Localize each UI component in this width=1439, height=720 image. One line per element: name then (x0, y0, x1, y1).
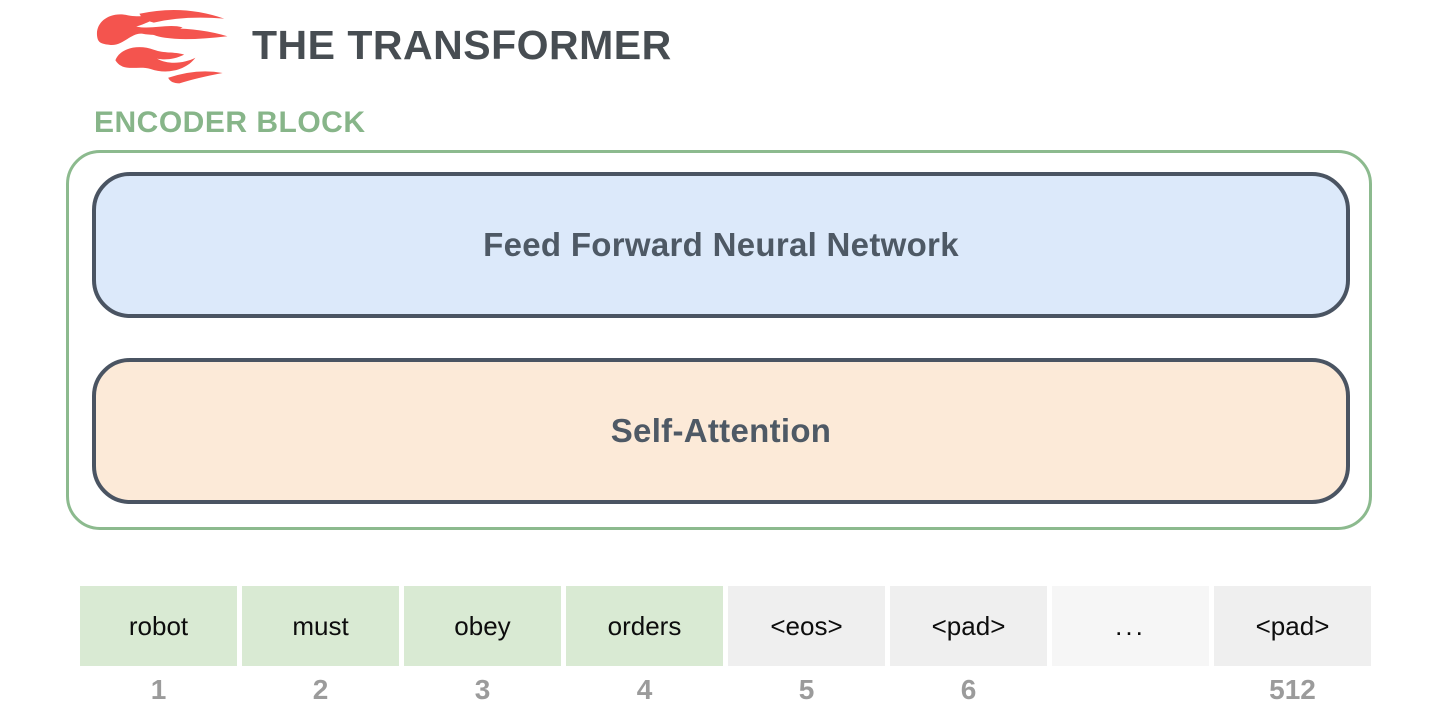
self-attention-layer: Self-Attention (92, 358, 1350, 504)
position-row: 1 2 3 4 5 6 512 (80, 672, 1371, 708)
position-label: 3 (474, 674, 491, 705)
token-cell: <eos> (728, 586, 885, 666)
feed-forward-layer: Feed Forward Neural Network (92, 172, 1350, 318)
token-cell: must (242, 586, 399, 666)
token-cell: orders (566, 586, 723, 666)
position-label: 5 (798, 674, 815, 705)
page-title: THE TRANSFORMER (252, 22, 672, 68)
encoder-block-label: ENCODER BLOCK (94, 106, 366, 139)
token-cell: obey (404, 586, 561, 666)
position-label: 2 (312, 674, 329, 705)
token-cell: ... (1052, 586, 1209, 666)
token-cell: <pad> (1214, 586, 1371, 666)
token-cell: robot (80, 586, 237, 666)
encoder-block: Feed Forward Neural Network Self-Attenti… (66, 150, 1372, 530)
position-label: 512 (1269, 674, 1316, 705)
position-label: 6 (960, 674, 977, 705)
position-label: 4 (636, 674, 653, 705)
flames-icon (96, 9, 228, 84)
position-label (1052, 672, 1209, 708)
position-label: 1 (150, 674, 167, 705)
token-cell: <pad> (890, 586, 1047, 666)
flame-shapes (96, 9, 228, 84)
